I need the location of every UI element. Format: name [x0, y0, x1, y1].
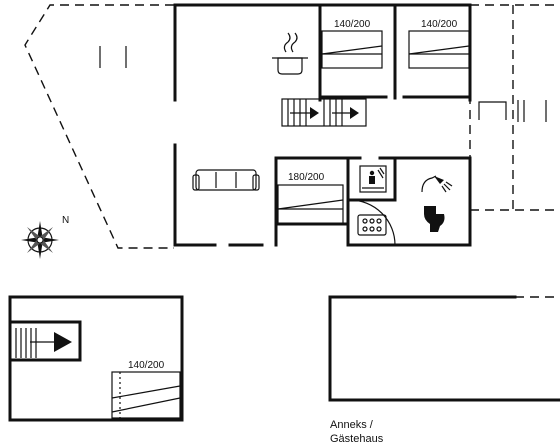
upper-floor-walls: [8, 295, 184, 422]
annex-label-line1: Anneks /: [330, 419, 374, 431]
bed-room-1: 140/200: [321, 19, 383, 69]
whirlpool-icon: [357, 214, 387, 236]
sauna-icon: [359, 165, 387, 193]
bed-size-label: 140/200: [128, 360, 165, 371]
terrace-left: [24, 4, 174, 249]
kitchen-pot-icon: [272, 32, 308, 75]
bed-size-label: 140/200: [421, 19, 458, 30]
terrace-right: [469, 4, 560, 211]
bed-room-3: 180/200: [277, 172, 344, 225]
bed-room-2: 140/200: [408, 19, 470, 69]
annex-label-line2: Gästehaus: [330, 433, 384, 445]
bed-size-label: 180/200: [288, 172, 325, 183]
toilet-icon: [424, 206, 445, 232]
shower-icon: [421, 175, 453, 193]
bed-size-label: 140/200: [334, 19, 371, 30]
compass-icon: N: [21, 215, 69, 259]
compass-north-label: N: [62, 215, 69, 226]
stairs-icon: [281, 98, 367, 127]
annex-building: Anneks / Gästehaus: [328, 295, 560, 445]
upper-floor-stairs: [15, 328, 72, 358]
main-house-walls: [173, 3, 472, 247]
sofa-icon: [192, 169, 260, 191]
bed-upper-floor: 140/200: [111, 360, 181, 419]
